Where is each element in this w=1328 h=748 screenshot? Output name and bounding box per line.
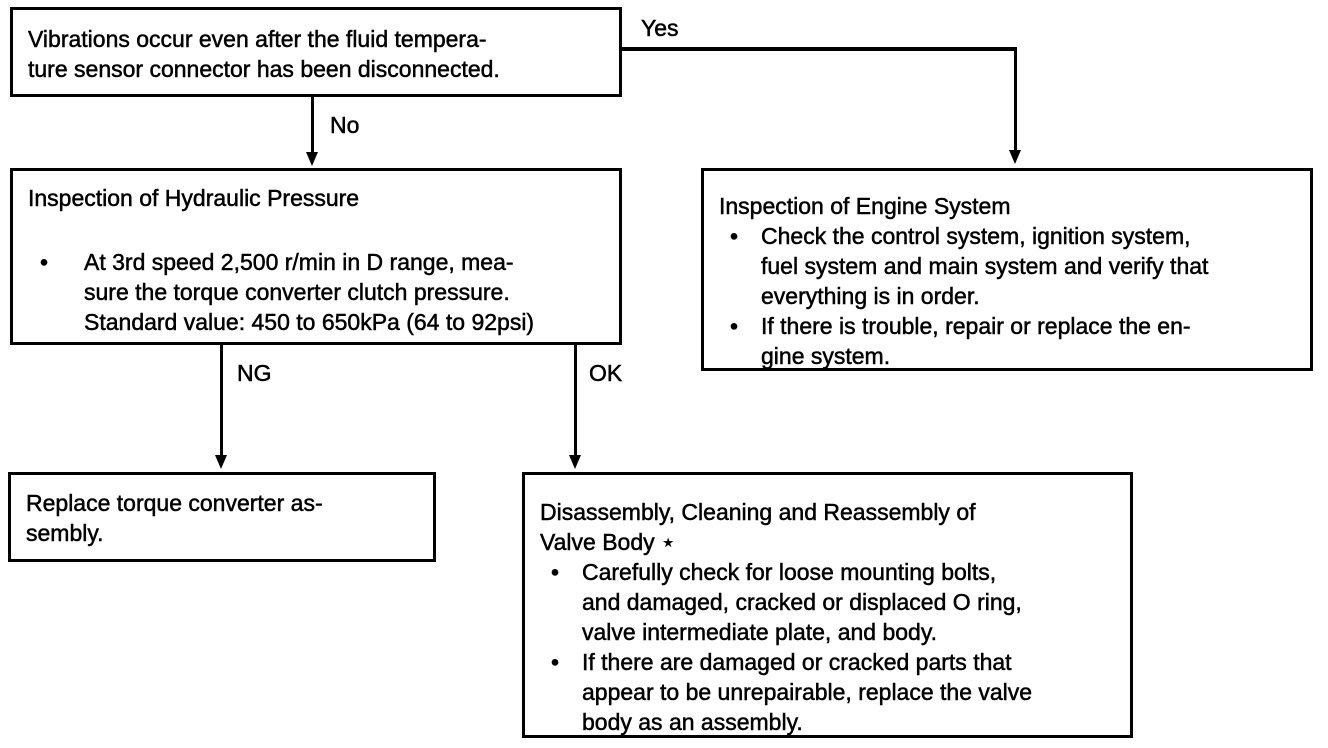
yes-connector-hline <box>622 47 1017 51</box>
ng-arrow-line <box>220 345 223 457</box>
hydraulic-bullet-1-text: At 3rd speed 2,500 r/min in D range, mea… <box>84 249 535 336</box>
edge-label-no: No <box>330 112 360 139</box>
replace-torque-converter-text: Replace torque converter as- sembly. <box>26 490 323 547</box>
node-hydraulic-pressure-inspection: Inspection of Hydraulic Pressure • At 3r… <box>10 168 622 345</box>
edge-label-ng: NG <box>237 360 272 387</box>
ok-arrow-line <box>574 345 577 457</box>
yes-connector-vline <box>1014 47 1017 152</box>
bullet-icon: • <box>40 249 49 276</box>
engine-bullet-2-text: If there is trouble, repair or replace t… <box>761 313 1191 370</box>
no-arrow-line <box>311 97 314 154</box>
valve-body-title: Disassembly, Cleaning and Reassembly of … <box>540 499 976 556</box>
edge-label-ok: OK <box>589 360 623 387</box>
ng-arrowhead <box>215 455 227 469</box>
bullet-icon: • <box>551 649 560 676</box>
node-vibration-symptom: Vibrations occur even after the fluid te… <box>10 7 622 97</box>
bullet-icon: • <box>730 223 739 250</box>
hydraulic-bullet-1: • At 3rd speed 2,500 r/min in D range, m… <box>28 247 604 337</box>
valve-bullet-1: • Carefully check for loose mounting bol… <box>540 557 1115 647</box>
bullet-icon: • <box>730 313 739 340</box>
engine-bullet-2: • If there is trouble, repair or replace… <box>719 311 1295 371</box>
node-replace-torque-converter: Replace torque converter as- sembly. <box>8 472 436 562</box>
engine-bullet-1: • Check the control system, ignition sys… <box>719 221 1295 311</box>
valve-bullet-2-text: If there are damaged or cracked parts th… <box>582 649 1033 736</box>
vibration-symptom-text: Vibrations occur even after the fluid te… <box>28 26 500 83</box>
engine-inspection-title: Inspection of Engine System <box>719 193 1011 220</box>
valve-bullet-1-text: Carefully check for loose mounting bolts… <box>582 559 1022 646</box>
node-engine-system-inspection: Inspection of Engine System • Check the … <box>701 168 1313 371</box>
valve-bullet-2: • If there are damaged or cracked parts … <box>540 647 1115 737</box>
engine-bullet-1-text: Check the control system, ignition syste… <box>761 223 1209 310</box>
edge-label-yes: Yes <box>641 15 679 42</box>
bullet-icon: • <box>551 559 560 586</box>
ok-arrowhead <box>569 455 581 469</box>
yes-arrowhead <box>1009 150 1021 164</box>
node-valve-body-service: Disassembly, Cleaning and Reassembly of … <box>522 472 1133 738</box>
no-arrowhead <box>306 152 318 166</box>
hydraulic-inspection-title: Inspection of Hydraulic Pressure <box>28 185 360 212</box>
